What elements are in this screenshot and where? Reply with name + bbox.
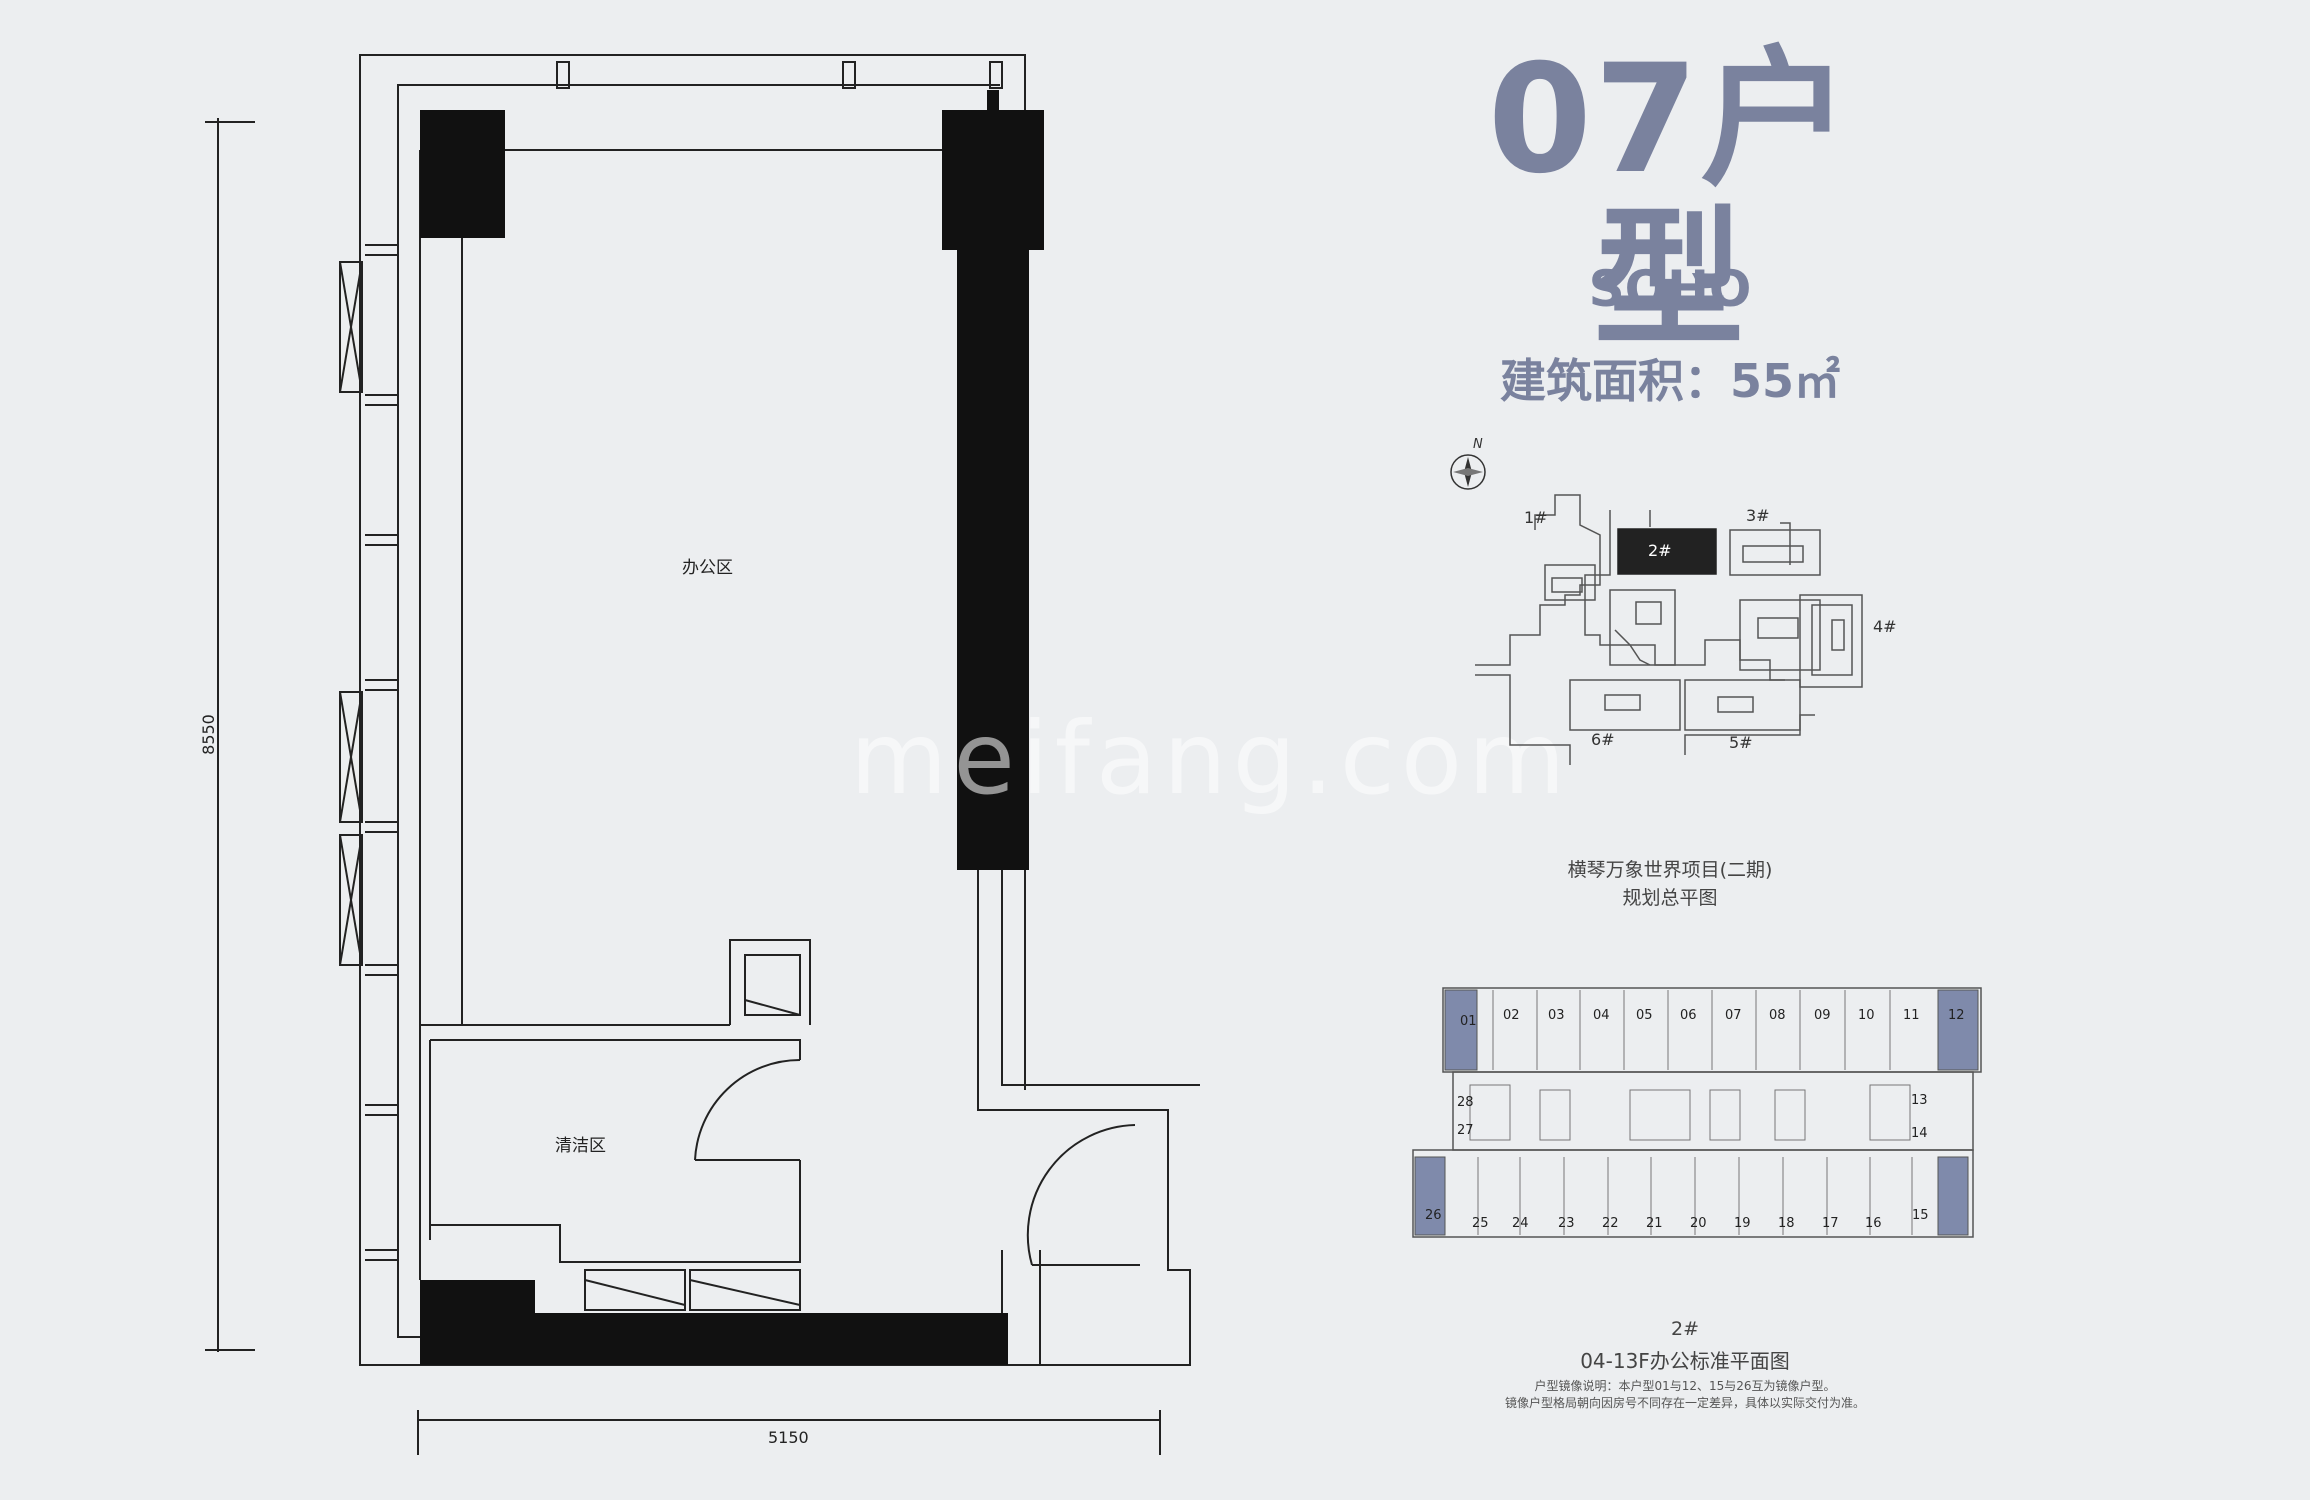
unit-number: 26 xyxy=(1425,1208,1442,1223)
unit-number: 27 xyxy=(1457,1123,1474,1138)
unit-number: 20 xyxy=(1690,1216,1707,1231)
room-label-office: 办公区 xyxy=(682,558,733,578)
unit-number: 21 xyxy=(1646,1216,1663,1231)
unit-number: 12 xyxy=(1948,1008,1965,1023)
unit-number: 25 xyxy=(1472,1216,1489,1231)
unit-number: 14 xyxy=(1911,1126,1928,1141)
unit-number: 23 xyxy=(1558,1216,1575,1231)
building-area: 建筑面积：55㎡ xyxy=(1499,354,1840,408)
unit-number: 03 xyxy=(1548,1008,1565,1023)
unit-number: 04 xyxy=(1593,1008,1610,1023)
room-label-cleaning: 清洁区 xyxy=(555,1136,606,1156)
unit-number: 17 xyxy=(1822,1216,1839,1231)
unit-number: 06 xyxy=(1680,1008,1697,1023)
unit-numbers: 01 02 03 04 05 06 07 08 09 10 11 12 26 2… xyxy=(1400,985,2000,1255)
north-label: N xyxy=(1473,437,1483,452)
unit-number: 05 xyxy=(1636,1008,1653,1023)
building-label-4: 4# xyxy=(1873,617,1897,636)
unit-number: 24 xyxy=(1512,1216,1529,1231)
building-label-3: 3# xyxy=(1746,506,1770,525)
page-title: 07户型 xyxy=(1487,33,1853,367)
unit-number: 28 xyxy=(1457,1095,1474,1110)
watermark: meifang.com xyxy=(850,700,1572,817)
mirror-note-line2: 镜像户型格局朝向因房号不同存在一定差异，具体以实际交付为准。 xyxy=(1504,1396,1865,1410)
unit-number: 02 xyxy=(1503,1008,1520,1023)
unit-number: 09 xyxy=(1814,1008,1831,1023)
unit-number: 19 xyxy=(1734,1216,1751,1231)
building-label-1: 1# xyxy=(1524,508,1548,527)
unit-number: 13 xyxy=(1911,1093,1928,1108)
building-label-5: 5# xyxy=(1729,733,1753,752)
site-plan-caption-line2: 规划总平图 xyxy=(1622,887,1718,909)
building-label-2: 2# xyxy=(1648,541,1672,560)
standard-floor-plan xyxy=(1412,987,1982,1238)
unit-number: 08 xyxy=(1769,1008,1786,1023)
building-label-6: 6# xyxy=(1591,730,1615,749)
unit-number: 15 xyxy=(1912,1208,1929,1223)
unit-number: 10 xyxy=(1858,1008,1875,1023)
dimension-width: 5150 xyxy=(768,1428,809,1447)
unit-number: 22 xyxy=(1602,1216,1619,1231)
dimension-height: 8550 xyxy=(198,714,218,755)
unit-number: 11 xyxy=(1903,1008,1920,1023)
floor-plan-building: 2# xyxy=(1670,1318,1699,1340)
unit-type-subtitle: SOHO xyxy=(1588,260,1752,318)
unit-number: 16 xyxy=(1865,1216,1882,1231)
unit-number: 01 xyxy=(1460,1014,1477,1029)
compass-icon xyxy=(1450,454,1486,490)
site-master-plan xyxy=(1450,454,1863,765)
site-plan-caption-line1: 横琴万象世界项目(二期) xyxy=(1567,859,1773,881)
mirror-note-line1: 户型镜像说明：本户型01与12、15与26互为镜像户型。 xyxy=(1534,1379,1836,1393)
unit-number: 18 xyxy=(1778,1216,1795,1231)
unit-number: 07 xyxy=(1725,1008,1742,1023)
floor-plan-title: 04-13F办公标准平面图 xyxy=(1580,1349,1790,1373)
